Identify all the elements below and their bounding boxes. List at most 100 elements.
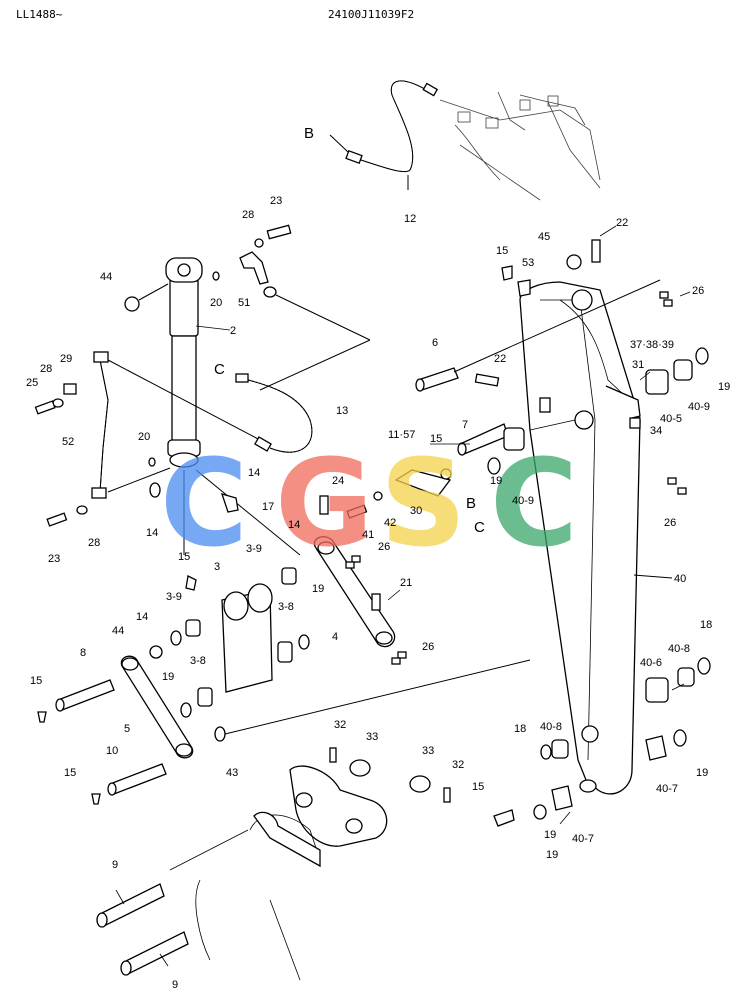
part-label: 25: [26, 377, 38, 389]
part-label: 40-8: [540, 721, 562, 733]
washer-44-top: [124, 296, 140, 312]
bush-40-8-a: [677, 667, 695, 687]
part-label: 19: [544, 829, 556, 841]
header-left-code: LL1488~: [16, 8, 63, 21]
hose-12: [329, 80, 439, 190]
header-drawing-number: 24100J11039F2: [328, 8, 414, 21]
part-label: 19: [162, 671, 174, 683]
part-label: 9: [172, 979, 178, 991]
part-label: 20: [210, 297, 222, 309]
part-label: 19: [546, 849, 558, 861]
link-5: [120, 655, 194, 759]
part-label: 32: [334, 719, 346, 731]
bush-3-8-a: [277, 641, 293, 663]
washer-19-c: [533, 804, 547, 820]
part-label: 40-7: [656, 783, 678, 795]
pin-32-b: [443, 787, 451, 803]
grease-15-left: [185, 575, 197, 591]
part-label: 23: [270, 195, 282, 207]
part-label: 13: [336, 405, 348, 417]
part-label: 40-6: [640, 657, 662, 669]
part-label: 37·38·39: [630, 339, 674, 351]
watermark-letter: G: [275, 435, 374, 574]
washer-19-r2: [673, 729, 687, 747]
part-label: 26: [378, 541, 390, 553]
bolt-25: [34, 400, 56, 415]
part-label: 18: [700, 619, 712, 631]
part-label: 7: [462, 419, 468, 431]
bolt-24: [319, 495, 329, 515]
pin-10: [107, 763, 167, 796]
part-label: 15: [496, 245, 508, 257]
part-label: 19: [718, 381, 730, 393]
background-arm-sketch: [439, 91, 601, 201]
part-label: 31: [632, 359, 644, 371]
part-label: 40-8: [668, 643, 690, 655]
part-label: 2: [230, 325, 236, 337]
bolt-41: [346, 504, 368, 519]
bolt-22-top: [591, 239, 601, 263]
nuts-26-low: [391, 651, 407, 665]
washer-45: [566, 254, 582, 270]
bolt-23-bottom: [46, 512, 68, 527]
pin-8: [55, 679, 115, 712]
pin-9-a: [96, 883, 165, 928]
part-label: 51: [238, 297, 250, 309]
part-labels: 12 B 23 28 44 20 51 2 29 28 25 C 13 52 2…: [26, 125, 730, 991]
ring-20-top: [212, 271, 220, 281]
part-label: 15: [472, 781, 484, 793]
leader-lines: [115, 225, 691, 967]
part-label: 22: [616, 217, 628, 229]
part-label: 24: [332, 475, 344, 487]
hose-13: [235, 373, 313, 453]
washer-42: [373, 491, 383, 501]
part-label: 44: [112, 625, 124, 637]
fitting-17: [220, 493, 239, 513]
part-label: 40-9: [688, 401, 710, 413]
part-label: 19: [312, 583, 324, 595]
part-label: 34: [650, 425, 662, 437]
bolt-21: [371, 593, 381, 611]
part-label: 44: [100, 271, 112, 283]
part-label: 40-5: [660, 413, 682, 425]
part-label: 20: [138, 431, 150, 443]
washer-28-bottom: [76, 505, 88, 515]
pipe-31: [605, 385, 641, 419]
part-label: 52: [62, 436, 74, 448]
link-4: [313, 536, 396, 648]
link-3: [221, 583, 273, 693]
part-label: 53: [522, 257, 534, 269]
watermark-letter: C: [490, 435, 578, 574]
part-label: 3-9: [166, 591, 182, 603]
part-label: 18: [514, 723, 526, 735]
bush-40-6: [645, 677, 669, 703]
part-label: C: [214, 361, 225, 378]
part-label: B: [304, 125, 314, 142]
washer-19-a: [298, 634, 310, 650]
washer-19-b: [180, 702, 192, 718]
part-label: 40: [674, 573, 686, 585]
bush-40-7-b: [551, 785, 573, 811]
bolt-23-top: [254, 224, 292, 248]
bracket-31-small: [539, 397, 551, 413]
fitting-53: [517, 279, 531, 297]
bush-14-d: [170, 630, 182, 646]
nuts-26-mid: [345, 555, 361, 569]
part-label: 28: [88, 537, 100, 549]
washer-19-r1: [695, 347, 709, 365]
nuts-26-top: [659, 291, 673, 307]
part-label: 11·57: [388, 429, 415, 441]
pipe-52: [91, 351, 261, 499]
bush-40-7-a: [645, 735, 667, 761]
washer-18-l: [540, 744, 552, 760]
part-label: 9: [112, 859, 118, 871]
part-label: 14: [248, 467, 260, 479]
pin-9-b: [120, 931, 189, 976]
part-label: 28: [242, 209, 254, 221]
part-label: 3-9: [246, 543, 262, 555]
part-label: 19: [696, 767, 708, 779]
part-label: 4: [332, 631, 338, 643]
ring-33-a: [349, 759, 371, 777]
part-label: 14: [146, 527, 158, 539]
